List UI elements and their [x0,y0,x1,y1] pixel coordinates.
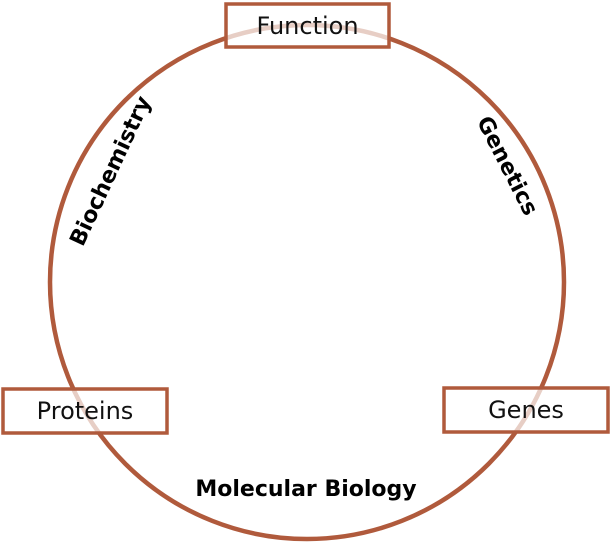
edge-label-genetics: Genetics [471,112,542,219]
node-proteins: Proteins [1,387,169,435]
node-function: Function [224,2,391,49]
node-function-box [224,2,391,49]
cycle-circle [47,22,567,542]
node-function-label: Function [256,12,358,40]
node-genes-box [442,386,610,434]
node-genes-label: Genes [488,396,564,424]
node-proteins-box [1,387,169,435]
edge-label-molecular-biology: Molecular Biology [195,477,416,502]
node-proteins-label: Proteins [37,397,134,425]
node-genes: Genes [442,386,610,434]
